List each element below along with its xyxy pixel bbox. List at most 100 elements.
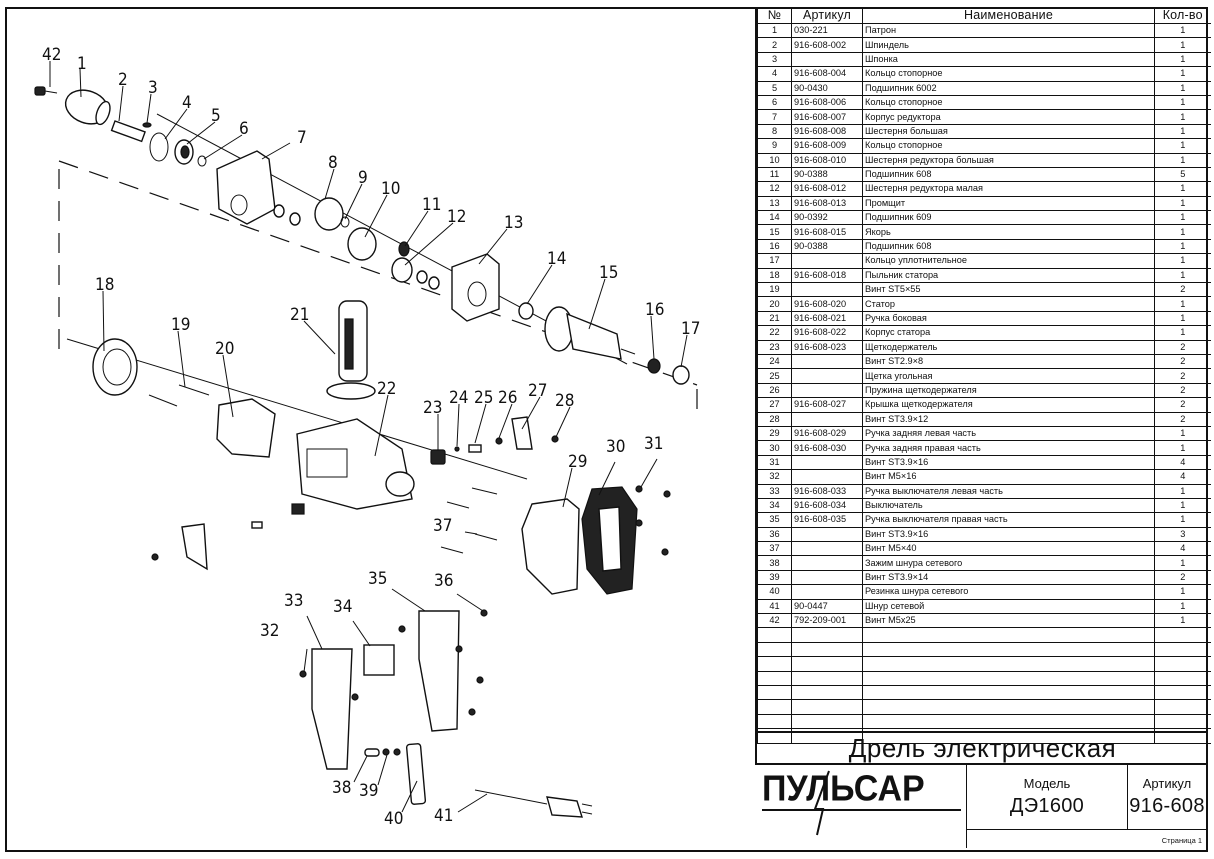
callout-21: 21	[290, 305, 309, 325]
cell-name: Винт ST3.9×16	[862, 526, 1155, 543]
callout-6: 6	[239, 119, 249, 139]
cell-number: 23	[757, 339, 792, 355]
cell-article	[791, 382, 863, 399]
cell-article: 916-608-007	[791, 109, 863, 125]
cell-name: Шпонка	[862, 51, 1155, 68]
part-23-brush-holder	[430, 449, 446, 465]
cell-quantity: 1	[1154, 109, 1211, 125]
cell-empty	[757, 627, 792, 643]
cell-empty	[1154, 670, 1211, 686]
cell-number: 10	[757, 152, 792, 168]
part-31-screws	[635, 485, 671, 556]
cell-quantity: 1	[1154, 425, 1211, 442]
callout-39: 39	[359, 781, 378, 801]
cell-number: 29	[757, 425, 792, 442]
cell-article: 916-608-035	[791, 512, 863, 528]
cell-article: 916-608-002	[791, 37, 863, 53]
cell-number: 19	[757, 282, 792, 298]
callout-32: 32	[260, 621, 279, 641]
cell-name: Винт M5×40	[862, 541, 1155, 557]
axis-line-stator	[66, 338, 528, 480]
cell-article	[791, 469, 863, 485]
cell-article	[791, 555, 863, 571]
callout-42: 42	[42, 45, 61, 65]
callout-10: 10	[381, 179, 400, 199]
model-label: Модель	[1023, 776, 1071, 791]
part-17-seal-ring	[672, 365, 690, 385]
cell-name: Корпус статора	[862, 325, 1155, 341]
header-quantity: Кол-во	[1154, 7, 1211, 24]
cell-quantity: 1	[1154, 195, 1211, 212]
cell-name: Винт ST2.9×8	[862, 353, 1155, 370]
cell-quantity: 2	[1154, 411, 1211, 427]
cell-number: 35	[757, 512, 792, 528]
callout-40: 40	[384, 809, 403, 829]
table-row-empty	[757, 627, 1211, 643]
callout-5: 5	[211, 106, 221, 126]
part-13-end-shield	[451, 253, 500, 322]
cell-quantity: 1	[1154, 310, 1211, 327]
cell-article: 916-608-021	[791, 310, 863, 327]
cell-quantity: 5	[1154, 166, 1211, 183]
part-37-screws	[440, 487, 498, 554]
part-20-stator	[216, 398, 276, 458]
cell-article: 916-608-018	[791, 267, 863, 284]
cell-name: Винт ST3.9×12	[862, 411, 1155, 427]
cell-number: 11	[757, 166, 792, 183]
callout-29: 29	[568, 452, 587, 472]
part-34-switch	[363, 644, 395, 676]
cell-name: Шестерня редуктора большая	[862, 152, 1155, 168]
callout-25: 25	[474, 388, 493, 408]
cell-article: 916-608-015	[791, 224, 863, 240]
cell-quantity: 1	[1154, 584, 1211, 600]
part-42-screw	[34, 86, 58, 96]
cell-name: Ручка выключателя левая часть	[862, 483, 1155, 499]
cell-number: 41	[757, 598, 792, 615]
article-label: Артикул	[1142, 776, 1192, 791]
cell-name: Крышка щеткодержателя	[862, 397, 1155, 413]
cell-name: Винт ST5×55	[862, 282, 1155, 298]
part-9-retaining-ring	[340, 216, 350, 228]
cell-empty	[791, 699, 863, 715]
cell-quantity: 2	[1154, 397, 1211, 413]
callout-35: 35	[368, 569, 387, 589]
callout-16: 16	[645, 300, 664, 320]
part-30-rear-handle-right	[581, 486, 638, 595]
cell-name: Пыльник статора	[862, 267, 1155, 284]
cell-number: 5	[757, 80, 792, 96]
cell-number: 17	[757, 253, 792, 269]
cell-name: Винт M5×16	[862, 469, 1155, 485]
cell-number: 39	[757, 569, 792, 586]
cell-quantity: 1	[1154, 440, 1211, 456]
header-number: №	[757, 7, 792, 24]
callout-26: 26	[498, 388, 517, 408]
cell-name: Щеткодержатель	[862, 339, 1155, 355]
table-row-empty	[757, 684, 1211, 701]
part-16-bearing	[647, 358, 661, 374]
cell-article: 916-608-004	[791, 66, 863, 82]
model-value: ДЭ1600	[1009, 795, 1085, 817]
cell-article: 90-0388	[791, 166, 863, 183]
callout-23: 23	[423, 398, 442, 418]
part-18-stator-dust-cover	[92, 338, 138, 396]
cell-quantity: 1	[1154, 296, 1211, 312]
part-brush-assembly-lower	[151, 503, 305, 571]
cell-article: 916-608-009	[791, 138, 863, 154]
